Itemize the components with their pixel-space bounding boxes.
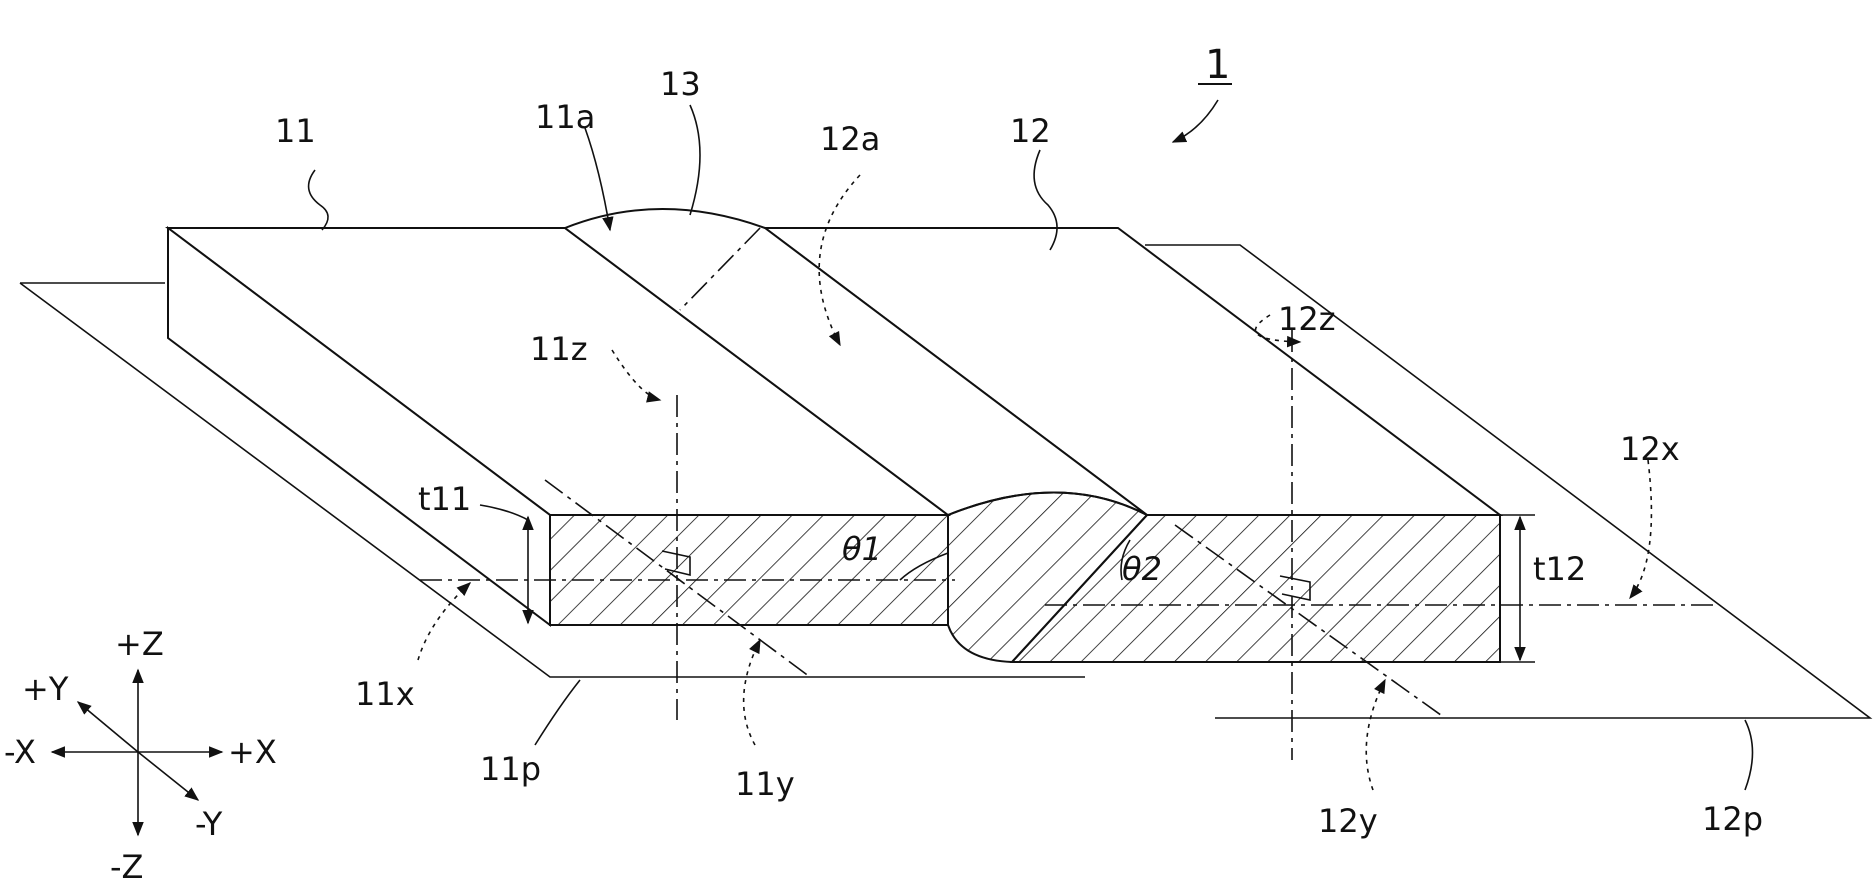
leader-11x: [418, 583, 470, 660]
axis-label-minus-y: -Y: [195, 805, 223, 843]
label-11p: 11p: [480, 750, 541, 788]
leader-12y: [1366, 680, 1385, 790]
label-11y: 11y: [735, 765, 795, 803]
leader-12p: [1745, 720, 1753, 790]
label-12y: 12y: [1318, 802, 1378, 840]
label-11z: 11z: [530, 330, 588, 368]
coordinate-axes-legend: +Z -Z +X -X +Y -Y: [4, 625, 277, 886]
axis-label-plus-y: +Y: [22, 670, 69, 708]
leader-11p: [535, 680, 580, 745]
label-11a: 11a: [535, 98, 595, 136]
label-theta-2: θ2: [1122, 550, 1162, 588]
label-11x: 11x: [355, 675, 415, 713]
label-12x: 12x: [1620, 430, 1680, 468]
leader-11: [309, 170, 328, 230]
plate-11-section: [550, 515, 948, 625]
axis-label-minus-x: -X: [4, 733, 36, 771]
leader-11y: [744, 640, 760, 745]
leader-1: [1173, 100, 1218, 142]
leader-13: [690, 105, 700, 215]
axis-label-plus-x: +X: [228, 733, 277, 771]
label-t11: t11: [418, 480, 471, 518]
label-12p: 12p: [1702, 800, 1763, 838]
label-13: 13: [660, 65, 701, 103]
label-theta-1: θ1: [842, 530, 882, 568]
axis-label-plus-z: +Z: [115, 625, 164, 663]
axis-label-minus-z: -Z: [110, 848, 143, 886]
figure-reference-label: 1: [1205, 42, 1230, 88]
label-t12: t12: [1533, 550, 1586, 588]
label-12: 12: [1010, 112, 1051, 150]
label-12a: 12a: [820, 120, 880, 158]
leader-12x: [1630, 460, 1651, 598]
label-12z: 12z: [1278, 300, 1336, 338]
label-11: 11: [275, 112, 316, 150]
